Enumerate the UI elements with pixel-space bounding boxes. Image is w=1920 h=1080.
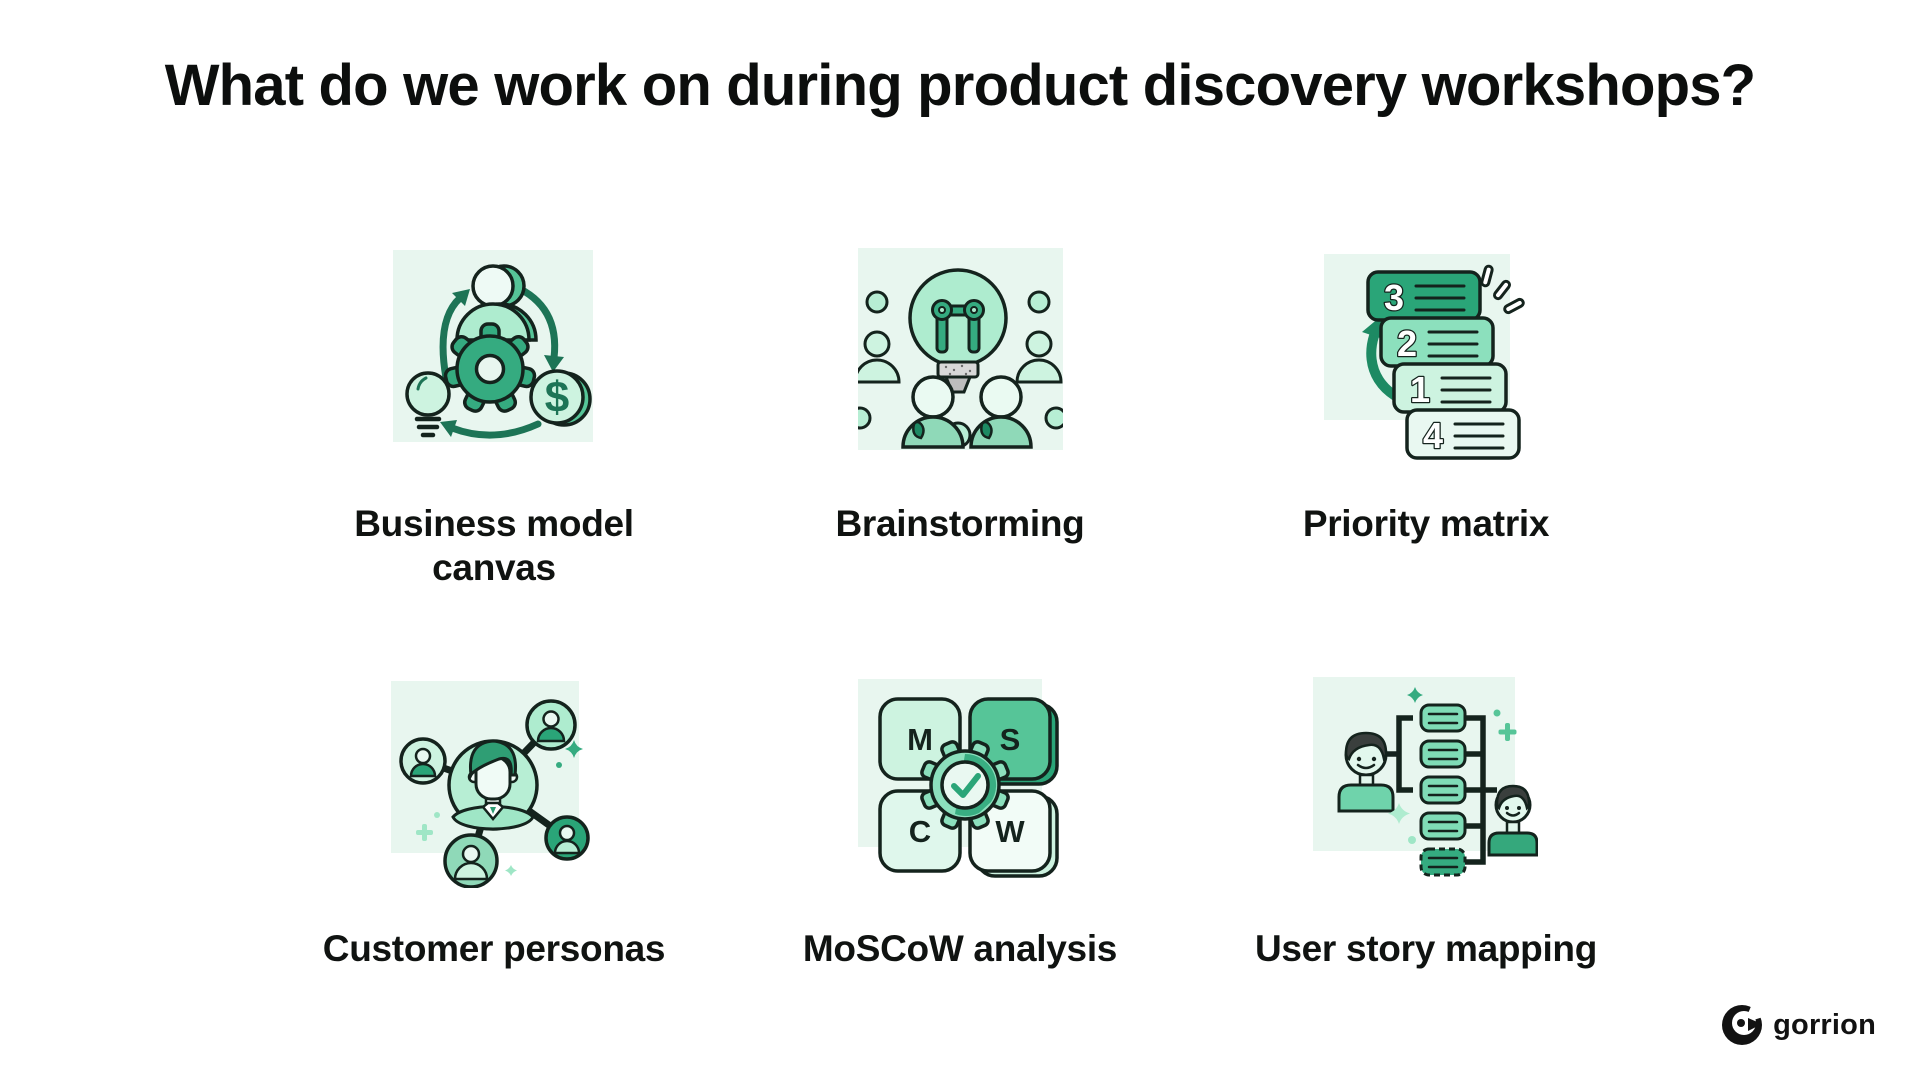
- dollar-coin-icon: $: [528, 369, 592, 427]
- svg-text:M: M: [907, 722, 933, 757]
- main-persona-icon: [447, 739, 540, 831]
- right-person-icon: [1487, 784, 1539, 857]
- workshop-item-user-story-mapping: User story mapping: [1255, 673, 1597, 971]
- priority-card-2: 2: [1378, 316, 1495, 368]
- svg-text:3: 3: [1383, 277, 1403, 318]
- story-card: [1419, 739, 1467, 769]
- big-person-right-icon: [968, 375, 1033, 449]
- item-label: Brainstorming: [835, 503, 1085, 544]
- small-person-right-icon: [1014, 330, 1063, 384]
- sparkle-icon: [1479, 264, 1525, 315]
- item-label: User story mapping: [1254, 927, 1598, 969]
- big-person-left-icon: [900, 375, 965, 449]
- gear-check-icon: [919, 739, 1010, 830]
- svg-text:C: C: [908, 814, 930, 849]
- tile-user-story-mapping: [1313, 673, 1539, 889]
- item-label: Business model canvas: [354, 503, 634, 589]
- tile-moscow-analysis: M S C W: [857, 673, 1063, 889]
- item-label: Customer personas: [322, 927, 666, 969]
- svg-text:2: 2: [1396, 323, 1416, 364]
- moscow-card-w: W: [967, 789, 1059, 878]
- workshop-grid: $ Business model canvas: [261, 248, 1659, 971]
- tile-customer-personas: [391, 673, 596, 889]
- tile-business-model-canvas: $: [392, 248, 597, 464]
- story-card: [1419, 847, 1467, 877]
- satellite-persona-icon: [544, 815, 591, 861]
- priority-matrix-icon: 3 2 1: [1323, 254, 1525, 460]
- gear-icon: [443, 322, 536, 413]
- sparkle-icon: [1388, 686, 1517, 844]
- priority-card-1: 1: [1391, 362, 1508, 414]
- user-story-mapping-icon: [1313, 676, 1539, 877]
- tile-priority-matrix: 3 2 1: [1323, 248, 1529, 464]
- priority-card-3: 3: [1365, 270, 1482, 322]
- sparkle-icon: [416, 739, 584, 876]
- item-label: Priority matrix: [1302, 503, 1550, 544]
- priority-card-4: 4: [1404, 408, 1521, 460]
- svg-text:4: 4: [1422, 415, 1442, 456]
- svg-text:W: W: [995, 814, 1025, 849]
- story-card: [1419, 703, 1467, 733]
- brainstorming-icon: [857, 248, 1063, 450]
- moscow-analysis-icon: M S C W: [857, 678, 1059, 878]
- customer-personas-icon: [391, 680, 591, 888]
- svg-text:1: 1: [1409, 369, 1429, 410]
- story-card: [1419, 775, 1467, 805]
- left-person-icon: [1337, 731, 1395, 813]
- story-card: [1419, 811, 1467, 841]
- brand-name: gorrion: [1773, 1008, 1876, 1041]
- lightbulb-icon: [404, 371, 451, 438]
- svg-text:$: $: [544, 373, 568, 422]
- moscow-card-c: C: [877, 789, 962, 873]
- page-title: What do we work on during product discov…: [164, 53, 1756, 118]
- workshop-item-brainstorming: Brainstorming: [836, 248, 1085, 591]
- workshop-item-priority-matrix: 3 2 1: [1303, 248, 1549, 591]
- gorrion-bird-icon: [1722, 1004, 1764, 1045]
- workshop-item-customer-personas: Customer personas: [323, 673, 665, 971]
- tile-brainstorming: [857, 248, 1063, 464]
- workshop-item-business-model-canvas: $ Business model canvas: [309, 248, 679, 591]
- moscow-card-m: M: [877, 697, 962, 781]
- small-person-left-icon: [857, 330, 901, 384]
- satellite-persona-icon: [443, 833, 500, 888]
- svg-text:S: S: [999, 722, 1020, 757]
- satellite-persona-icon: [525, 699, 578, 751]
- workshop-item-moscow-analysis: M S C W: [803, 673, 1117, 971]
- business-model-canvas-icon: $: [392, 250, 593, 442]
- satellite-persona-icon: [399, 737, 448, 785]
- item-label: MoSCoW analysis: [802, 927, 1118, 969]
- brand-logo: gorrion: [1721, 1004, 1876, 1046]
